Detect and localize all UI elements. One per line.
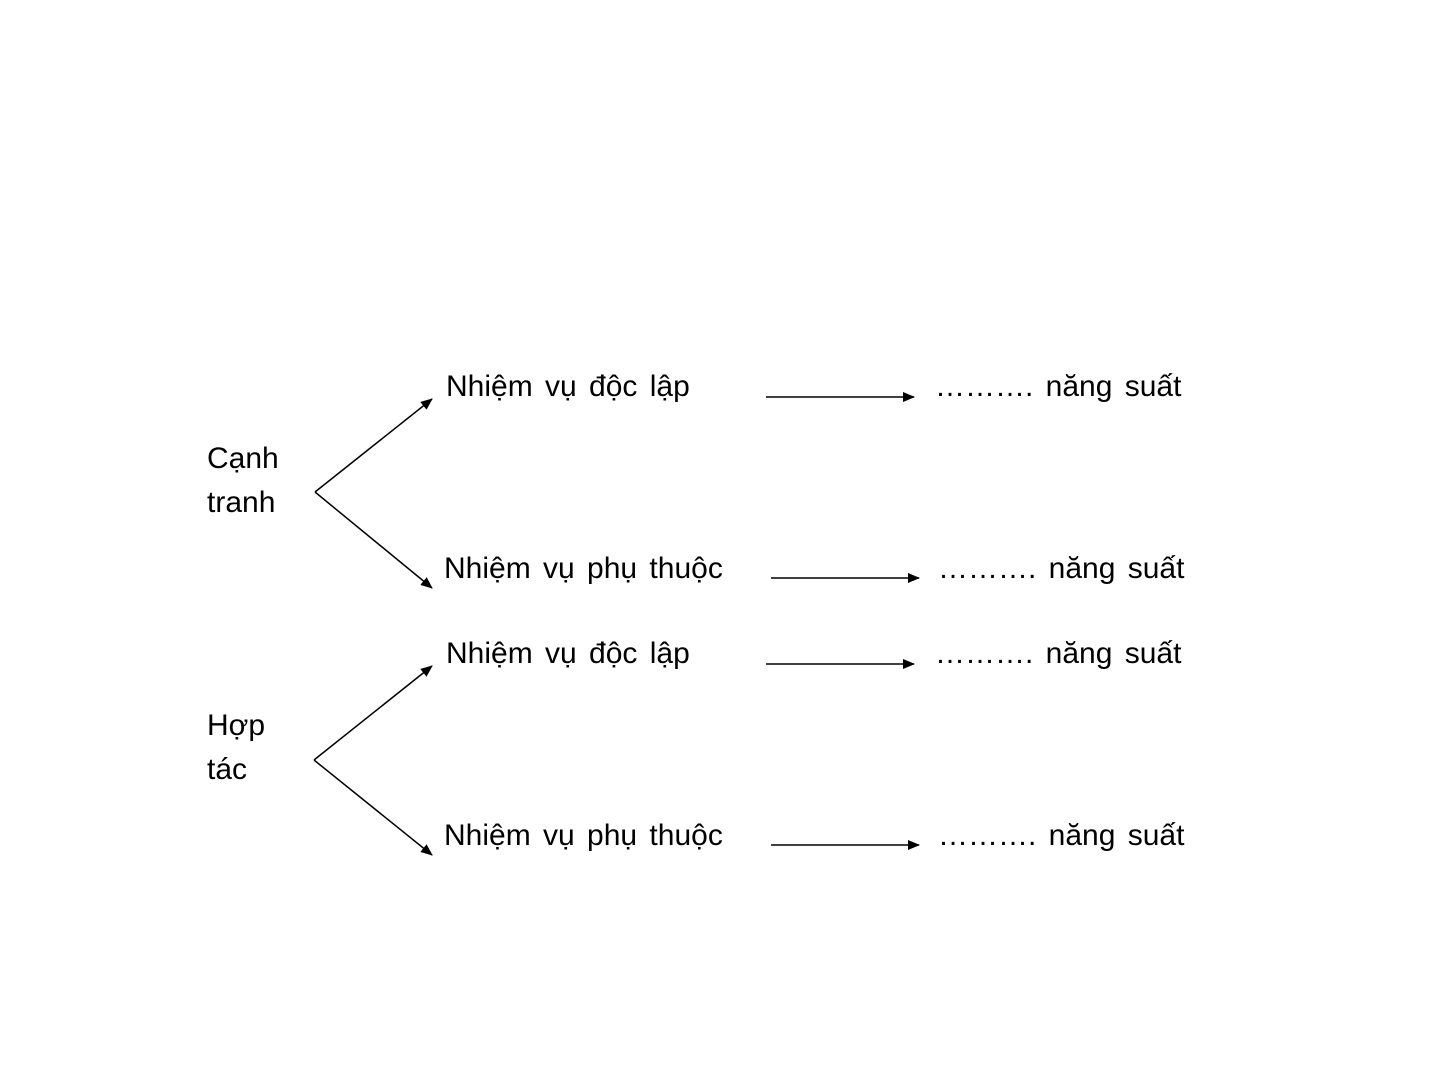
task-label-cooperation-dependent: Nhiệm vụ phụ thuộc (444, 821, 723, 851)
branch-arrow-cooperation-dependent (314, 760, 432, 855)
branch-arrow-cooperation-independent (314, 666, 432, 760)
result-label-cooperation-dependent: ………. năng suất (938, 821, 1184, 851)
group-label-line: Cạnh (207, 437, 327, 481)
branch-arrow-competition-dependent (315, 492, 432, 588)
group-label-line: tranh (207, 481, 327, 525)
group-label-line: Hợp (207, 704, 327, 748)
branch-arrow-competition-independent (315, 399, 432, 492)
result-label-competition-dependent: ………. năng suất (938, 554, 1184, 584)
result-label-competition-independent: ………. năng suất (935, 372, 1181, 402)
result-label-cooperation-independent: ………. năng suất (935, 639, 1181, 669)
task-label-cooperation-independent: Nhiệm vụ độc lập (446, 639, 690, 669)
task-label-competition-independent: Nhiệm vụ độc lập (446, 372, 690, 402)
task-label-competition-dependent: Nhiệm vụ phụ thuộc (444, 554, 723, 584)
group-label-competition: Cạnh tranh (207, 437, 327, 525)
group-label-line: tác (207, 748, 327, 792)
group-label-cooperation: Hợp tác (207, 704, 327, 792)
